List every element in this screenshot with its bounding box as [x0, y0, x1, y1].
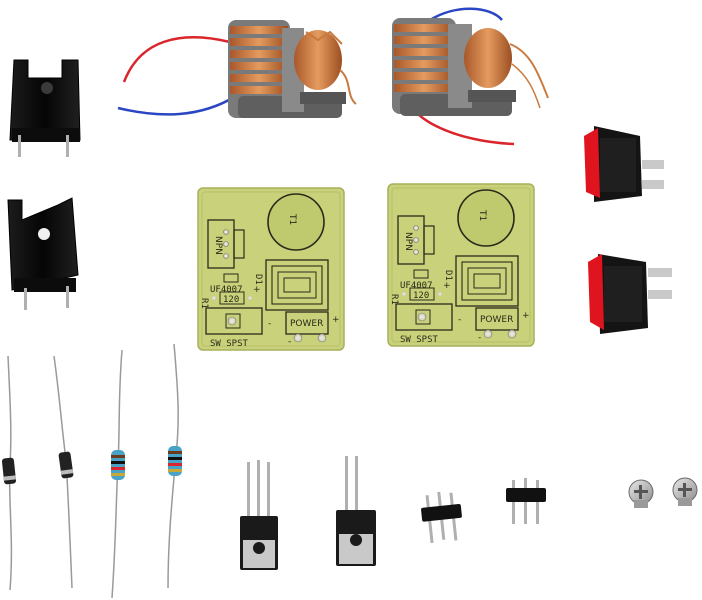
power-plus-label: +: [522, 311, 530, 321]
transistor-icon: [240, 460, 278, 570]
power-label: POWER: [480, 315, 513, 325]
resistor-icon: [111, 349, 125, 599]
d1-label: D1: [443, 270, 453, 281]
transistor-icon: [336, 456, 376, 566]
pin-header-1: [421, 491, 462, 544]
diode-2: [53, 355, 74, 589]
switch-minus-label: -: [268, 319, 271, 329]
screw-icon: [628, 479, 654, 508]
diode-part-label: UF4007: [210, 285, 243, 295]
resistor-icon: [167, 343, 182, 589]
rocker-switch-bottom: [588, 254, 672, 334]
diode-icon: [53, 355, 74, 589]
diode-part-label: UF4007: [400, 281, 433, 291]
pcb-board-left: T1 NPN UF4007 + D1 R1 120 - POWER +: [197, 187, 345, 351]
screw-1: [628, 479, 654, 508]
npn-label: NPN: [403, 232, 413, 251]
diode-icon: [1, 355, 17, 591]
t1-outline: [267, 193, 325, 251]
screw-icon: [672, 477, 698, 506]
heatsink-bottom: [7, 197, 79, 310]
ignition-coil-left: [117, 20, 357, 118]
resistor-value-label: 120: [413, 291, 429, 301]
switch-label: SW SPST: [210, 339, 249, 349]
diode-plus-label: +: [443, 281, 451, 291]
power-label: POWER: [290, 319, 323, 329]
rocker-switch-top: [584, 126, 664, 202]
t1-label: T1: [477, 209, 487, 221]
t1-label: T1: [287, 213, 297, 225]
transistor-1: [240, 460, 278, 570]
npn-label: NPN: [213, 236, 223, 255]
resistor-2: [167, 343, 182, 589]
rocker-switch-icon: [588, 254, 672, 334]
switch-label: SW SPST: [400, 335, 439, 345]
switch-minus-label: -: [458, 315, 461, 325]
diode-plus-label: +: [253, 285, 261, 295]
coil-footprint: [265, 259, 329, 311]
coil-footprint: [455, 255, 519, 307]
ignition-coil-icon: [392, 18, 549, 116]
transistor-2: [336, 456, 376, 566]
ignition-coil-right: [392, 7, 549, 146]
power-plus-label: +: [332, 315, 340, 325]
diode-1: [1, 355, 17, 591]
resistor-value-label: 120: [223, 295, 239, 305]
power-minus-label: -: [478, 333, 481, 343]
pin-header-icon: [506, 478, 546, 524]
heatsink-top: [9, 59, 81, 157]
resistor-1: [111, 349, 125, 599]
r1-label: R1: [389, 294, 399, 305]
power-minus-label: -: [288, 337, 291, 347]
heatsink-icon: [9, 59, 81, 157]
r1-label: R1: [199, 298, 209, 309]
heatsink-icon: [7, 197, 79, 310]
pin-header-icon: [421, 491, 462, 544]
ignition-coil-icon: [228, 20, 357, 118]
screw-2: [672, 477, 698, 506]
pin-header-2: [506, 478, 546, 524]
rocker-switch-icon: [584, 126, 664, 202]
pcb-board-right: T1 NPN UF4007 + D1 R1 120 - POWER + - SW…: [387, 183, 535, 347]
d1-label: D1: [253, 274, 263, 285]
t1-outline: [457, 189, 515, 247]
